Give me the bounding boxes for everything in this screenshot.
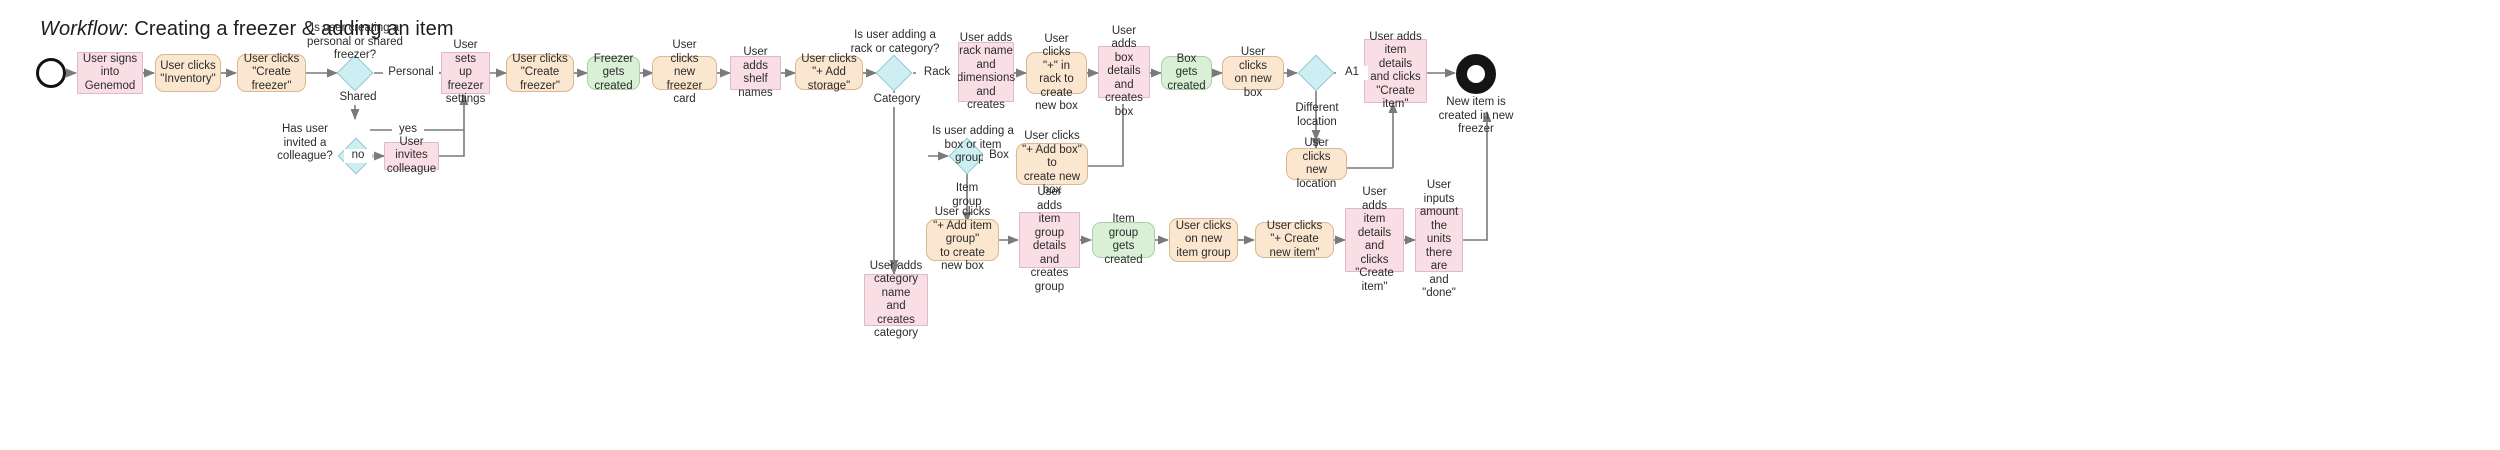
- edge-label-item-group: Item group: [952, 182, 982, 208]
- start-terminator: [36, 58, 66, 88]
- edge-label-rack: Rack: [916, 66, 958, 80]
- node-add-box-details[interactable]: User adds box details and creates box: [1098, 25, 1150, 118]
- node-click-new-location[interactable]: User clicks new location: [1286, 137, 1347, 190]
- node-click-create-freezer-2[interactable]: User clicks "Create freezer": [506, 53, 574, 92]
- edge-label-category: Category: [869, 93, 925, 107]
- node-item-group-created: Item group gets created: [1092, 213, 1155, 266]
- edge-label-yes: yes: [392, 123, 424, 137]
- node-click-new-freezer-card[interactable]: User clicks new freezer card: [652, 39, 717, 105]
- node-add-category-name[interactable]: User adds category name and creates cate…: [864, 260, 928, 339]
- decision-colleague-invited-label: Has user invited a colleague?: [277, 123, 333, 162]
- decision-rack-or-category[interactable]: [875, 54, 913, 92]
- end-caption: New item is created in new freezer: [1438, 96, 1514, 135]
- node-add-item-group-details[interactable]: User adds item group details and creates…: [1019, 186, 1080, 293]
- node-click-create-freezer-1[interactable]: User clicks "Create freezer": [237, 53, 306, 92]
- edge-label-box: Box: [983, 149, 1015, 163]
- title-prefix: Workflow: [40, 18, 124, 40]
- decision-box-or-item-group-label: Is user adding a box or item group?: [932, 125, 1014, 164]
- node-click-plus-in-rack[interactable]: User clicks "+" in rack to create new bo…: [1026, 33, 1087, 112]
- node-add-rack-name[interactable]: User adds rack name and dimensions and c…: [956, 31, 1016, 112]
- edge-label-no: no: [344, 149, 372, 163]
- edge-label-a1: A1: [1336, 66, 1368, 80]
- node-add-item-details-bottom[interactable]: User adds item details and clicks "Creat…: [1345, 186, 1404, 293]
- node-click-add-box[interactable]: User clicks "+ Add box" to create new bo…: [1016, 130, 1088, 196]
- node-click-on-new-item-group[interactable]: User clicks on new item group: [1169, 218, 1238, 262]
- page-title: Workflow: Creating a freezer & adding an…: [40, 18, 454, 41]
- decision-personal-or-shared-label: Is user creating a personal or shared fr…: [307, 22, 403, 61]
- node-sign-in[interactable]: User signs into Genemod: [77, 52, 143, 94]
- node-click-add-item-group[interactable]: User clicks "+ Add item group" to create…: [926, 206, 999, 272]
- decision-same-or-different-location[interactable]: [1297, 54, 1335, 92]
- node-click-inventory[interactable]: User clicks "Inventory": [155, 54, 221, 92]
- end-terminator: [1456, 54, 1496, 94]
- title-rest: : Creating a freezer & adding an item: [123, 18, 454, 40]
- node-click-on-new-box[interactable]: User clicks on new box: [1222, 46, 1284, 99]
- node-box-created: Box gets created: [1161, 53, 1212, 92]
- edge-label-shared: Shared: [331, 91, 385, 105]
- node-click-create-new-item[interactable]: User clicks "+ Create new item": [1255, 220, 1334, 259]
- node-click-add-storage[interactable]: User clicks "+ Add storage": [795, 53, 863, 92]
- edge-invites-join: [438, 130, 465, 157]
- node-invite-colleague[interactable]: User invites colleague: [384, 136, 439, 175]
- node-add-shelf-names[interactable]: User adds shelf names: [730, 46, 781, 99]
- node-freezer-created: Freezer gets created: [587, 53, 640, 92]
- edge-label-personal: Personal: [383, 66, 439, 80]
- node-add-item-details-top[interactable]: User adds item details and clicks "Creat…: [1364, 31, 1427, 110]
- node-setup-freezer-settings[interactable]: User sets up freezer settings: [441, 39, 490, 105]
- edge-label-different-location: Different location: [1295, 102, 1339, 128]
- edge-inputamount-to-end: [1462, 130, 1488, 241]
- decision-rack-or-category-label: Is user adding a rack or category?: [850, 29, 940, 55]
- node-input-amount-units[interactable]: User inputs amount the units there are a…: [1415, 179, 1463, 299]
